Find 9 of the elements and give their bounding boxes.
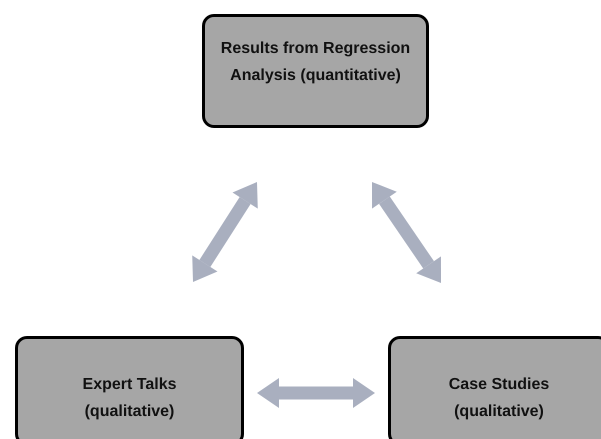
box-label: Results from Regression Analysis (quantitative): [220, 39, 412, 86]
process-box: [15, 336, 244, 439]
box-label: Expert Talks (qualitative): [82, 375, 178, 422]
process-box: [388, 336, 601, 439]
process-box: [202, 14, 429, 128]
double-arrow: [257, 378, 375, 408]
box-label: Case Studies (qualitative): [448, 375, 550, 422]
double-arrow: [372, 182, 441, 283]
double-arrow: [192, 182, 258, 282]
